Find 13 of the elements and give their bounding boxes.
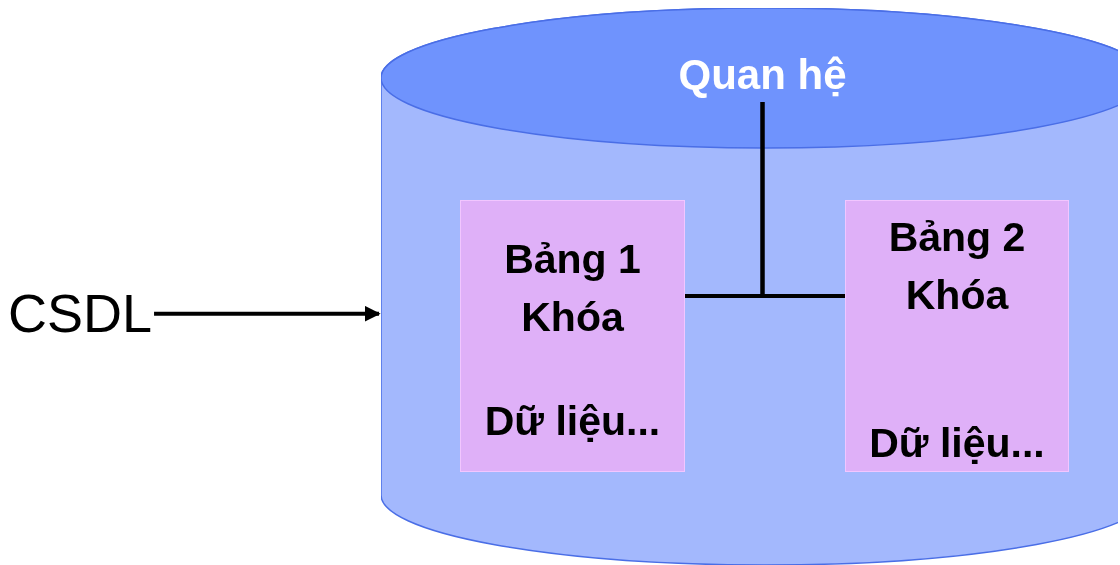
table-box [460,200,685,472]
data-label: Dữ liệu... [483,399,662,445]
arrow [154,305,381,322]
key-label: Khóa [520,295,625,341]
table-box [845,200,1069,472]
table-title: Bảng 1 [503,237,642,283]
connector-line [760,102,845,298]
database-label: CSDL [8,284,153,344]
relation-label: Quan hệ [677,52,848,99]
table-title: Bảng 2 [887,215,1027,261]
key-label: Khóa [904,273,1010,319]
data-label: Dữ liệu... [868,421,1046,467]
database-cylinder [381,8,1118,565]
